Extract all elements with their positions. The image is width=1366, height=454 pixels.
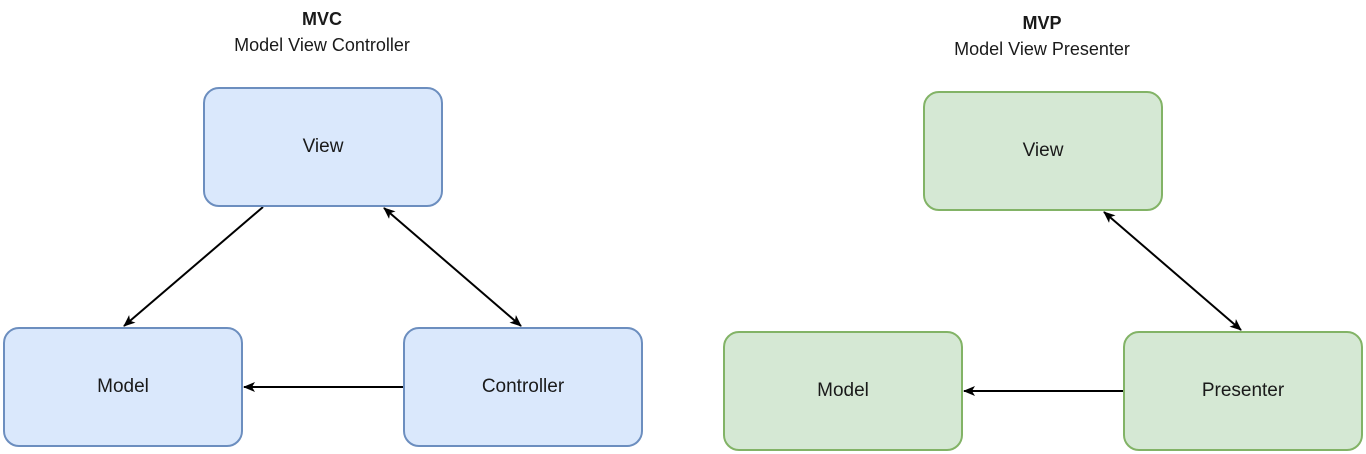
mvp-view-label: View [1022,140,1064,161]
mvp-presenter-label: Presenter [1201,380,1285,401]
mvp-view-presenter-arrow [1103,211,1242,331]
mvc-view-to-model-arrow [123,206,264,327]
mvc-title-block: MVC Model View Controller [172,6,472,58]
mvc-controller-label: Controller [481,376,565,397]
mvp-title-block: MVP Model View Presenter [892,10,1192,62]
mvp-presenter-node: Presenter [1123,331,1363,451]
mvc-subtitle: Model View Controller [234,35,410,55]
mvp-model-label: Model [817,380,869,401]
mvc-title: MVC [302,9,342,29]
mvc-view-controller-arrow [383,207,522,327]
mvc-view-label: View [302,136,344,157]
mvp-view-node: View [923,91,1163,211]
mvc-controller-node: Controller [403,327,643,447]
mvc-model-label: Model [97,376,149,397]
mvp-subtitle: Model View Presenter [954,39,1130,59]
mvp-title: MVP [1022,13,1062,33]
mvp-model-node: Model [723,331,963,451]
mvc-view-node: View [203,87,443,207]
mvc-model-node: Model [3,327,243,447]
